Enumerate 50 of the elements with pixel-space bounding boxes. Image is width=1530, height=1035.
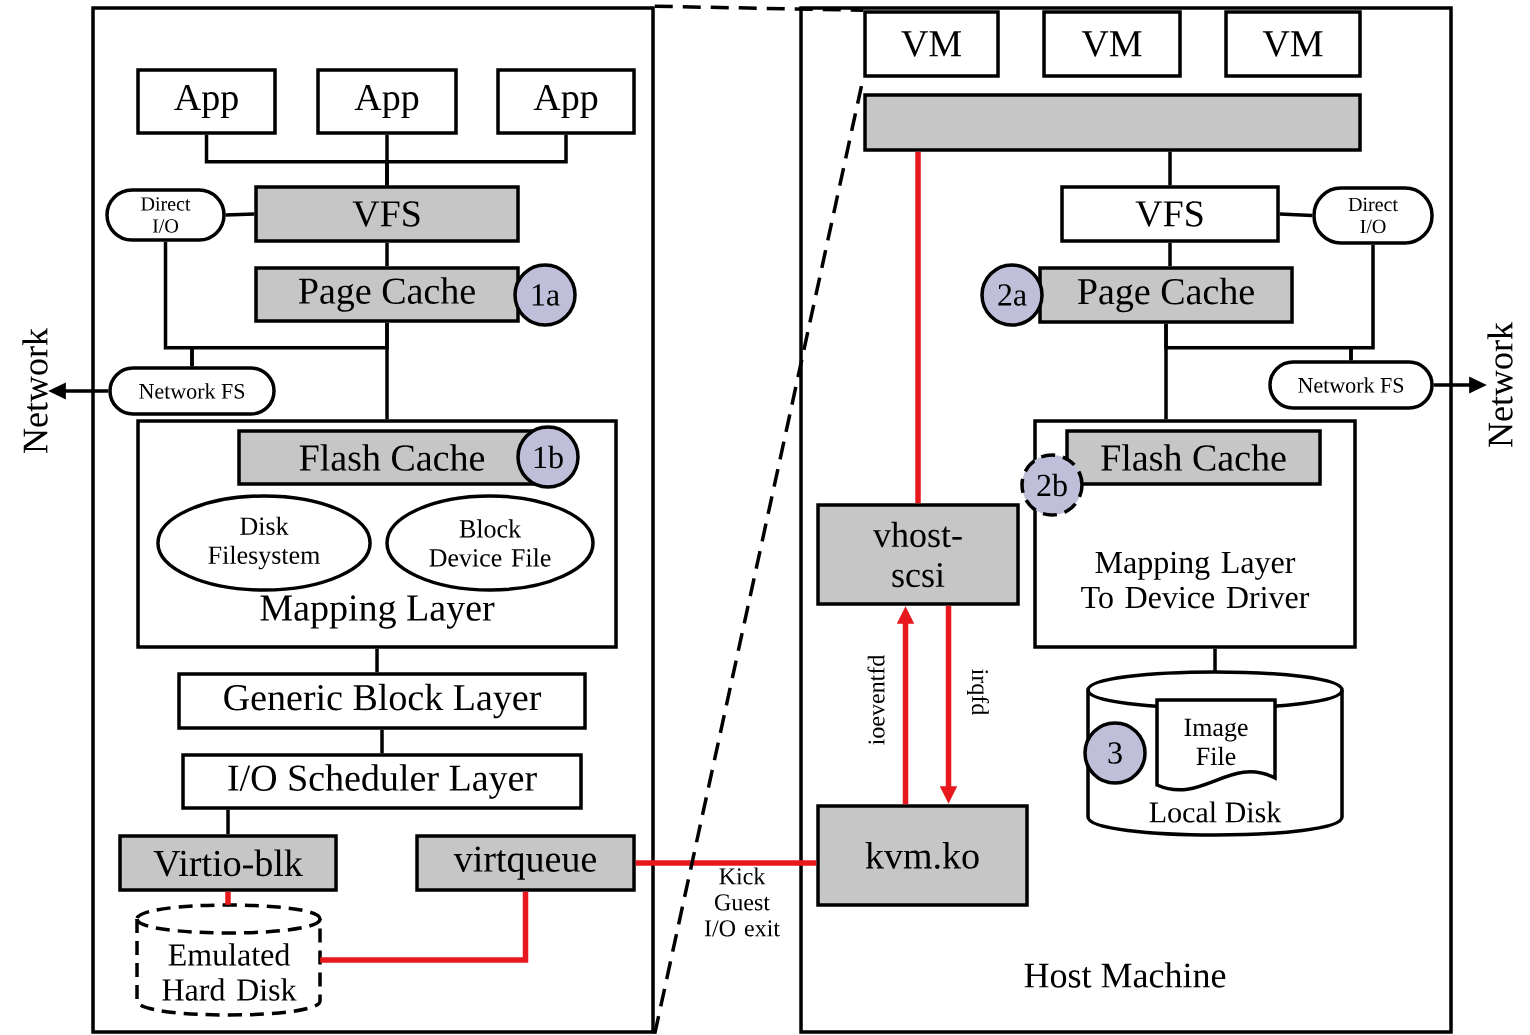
app-box: App — [136, 68, 277, 135]
connector — [1213, 648, 1217, 672]
layer-box: I/O Scheduler Layer — [181, 753, 583, 810]
connector — [320, 891, 529, 963]
layer-box: VFS — [1060, 185, 1280, 243]
app-box: App — [496, 68, 636, 135]
step-badge: 1b — [516, 425, 580, 489]
connector — [1279, 212, 1313, 218]
layer-box: Virtio-blk — [118, 834, 338, 892]
layer-box: Generic Block Layer — [177, 672, 587, 730]
connector — [225, 212, 255, 217]
connector — [380, 729, 384, 754]
module-box: vhost-scsi — [816, 503, 1020, 606]
connector — [226, 809, 230, 835]
connector — [1168, 242, 1172, 267]
connector — [385, 134, 568, 186]
network-label: Network — [1487, 322, 1513, 447]
step-badge: 2a — [980, 263, 1044, 327]
network-label: Network — [22, 328, 48, 453]
connector — [1164, 323, 1168, 420]
vm-box: VM — [1224, 10, 1362, 78]
connector — [635, 860, 817, 866]
connector — [225, 891, 231, 905]
edge-label: Kick Guest I/O exit — [696, 866, 788, 938]
guest-frame — [91, 6, 655, 1034]
disk-cylinder: Emulated Hard Disk — [135, 903, 322, 1017]
pill-box: Network FS — [108, 366, 276, 416]
pill-box: Direct I/O — [1312, 186, 1434, 245]
module-box: kvm.ko — [816, 804, 1029, 907]
layer-box: Page Cache — [1038, 266, 1294, 324]
layer-box: Page Cache — [254, 266, 520, 323]
connector — [1168, 151, 1172, 186]
dashed-line — [654, 4, 864, 12]
edge-label: ioeventfd — [866, 653, 886, 747]
edge-label: irqfd — [966, 667, 990, 717]
connector — [385, 242, 389, 267]
app-box: App — [316, 68, 458, 135]
pill-box: Network FS — [1268, 360, 1434, 410]
vm-box: VM — [1042, 10, 1182, 78]
layer-box: VFS — [254, 185, 520, 243]
layer-box — [863, 93, 1362, 152]
connector — [375, 648, 379, 673]
step-badge: 2b — [1020, 453, 1084, 517]
connector — [385, 322, 389, 420]
vm-box: VM — [863, 10, 1000, 78]
pill-box: Direct I/O — [105, 188, 226, 242]
step-badge: 3 — [1083, 721, 1147, 785]
layer-box: virtqueue — [415, 834, 636, 892]
step-badge: 1a — [513, 263, 577, 327]
connector — [915, 151, 921, 504]
